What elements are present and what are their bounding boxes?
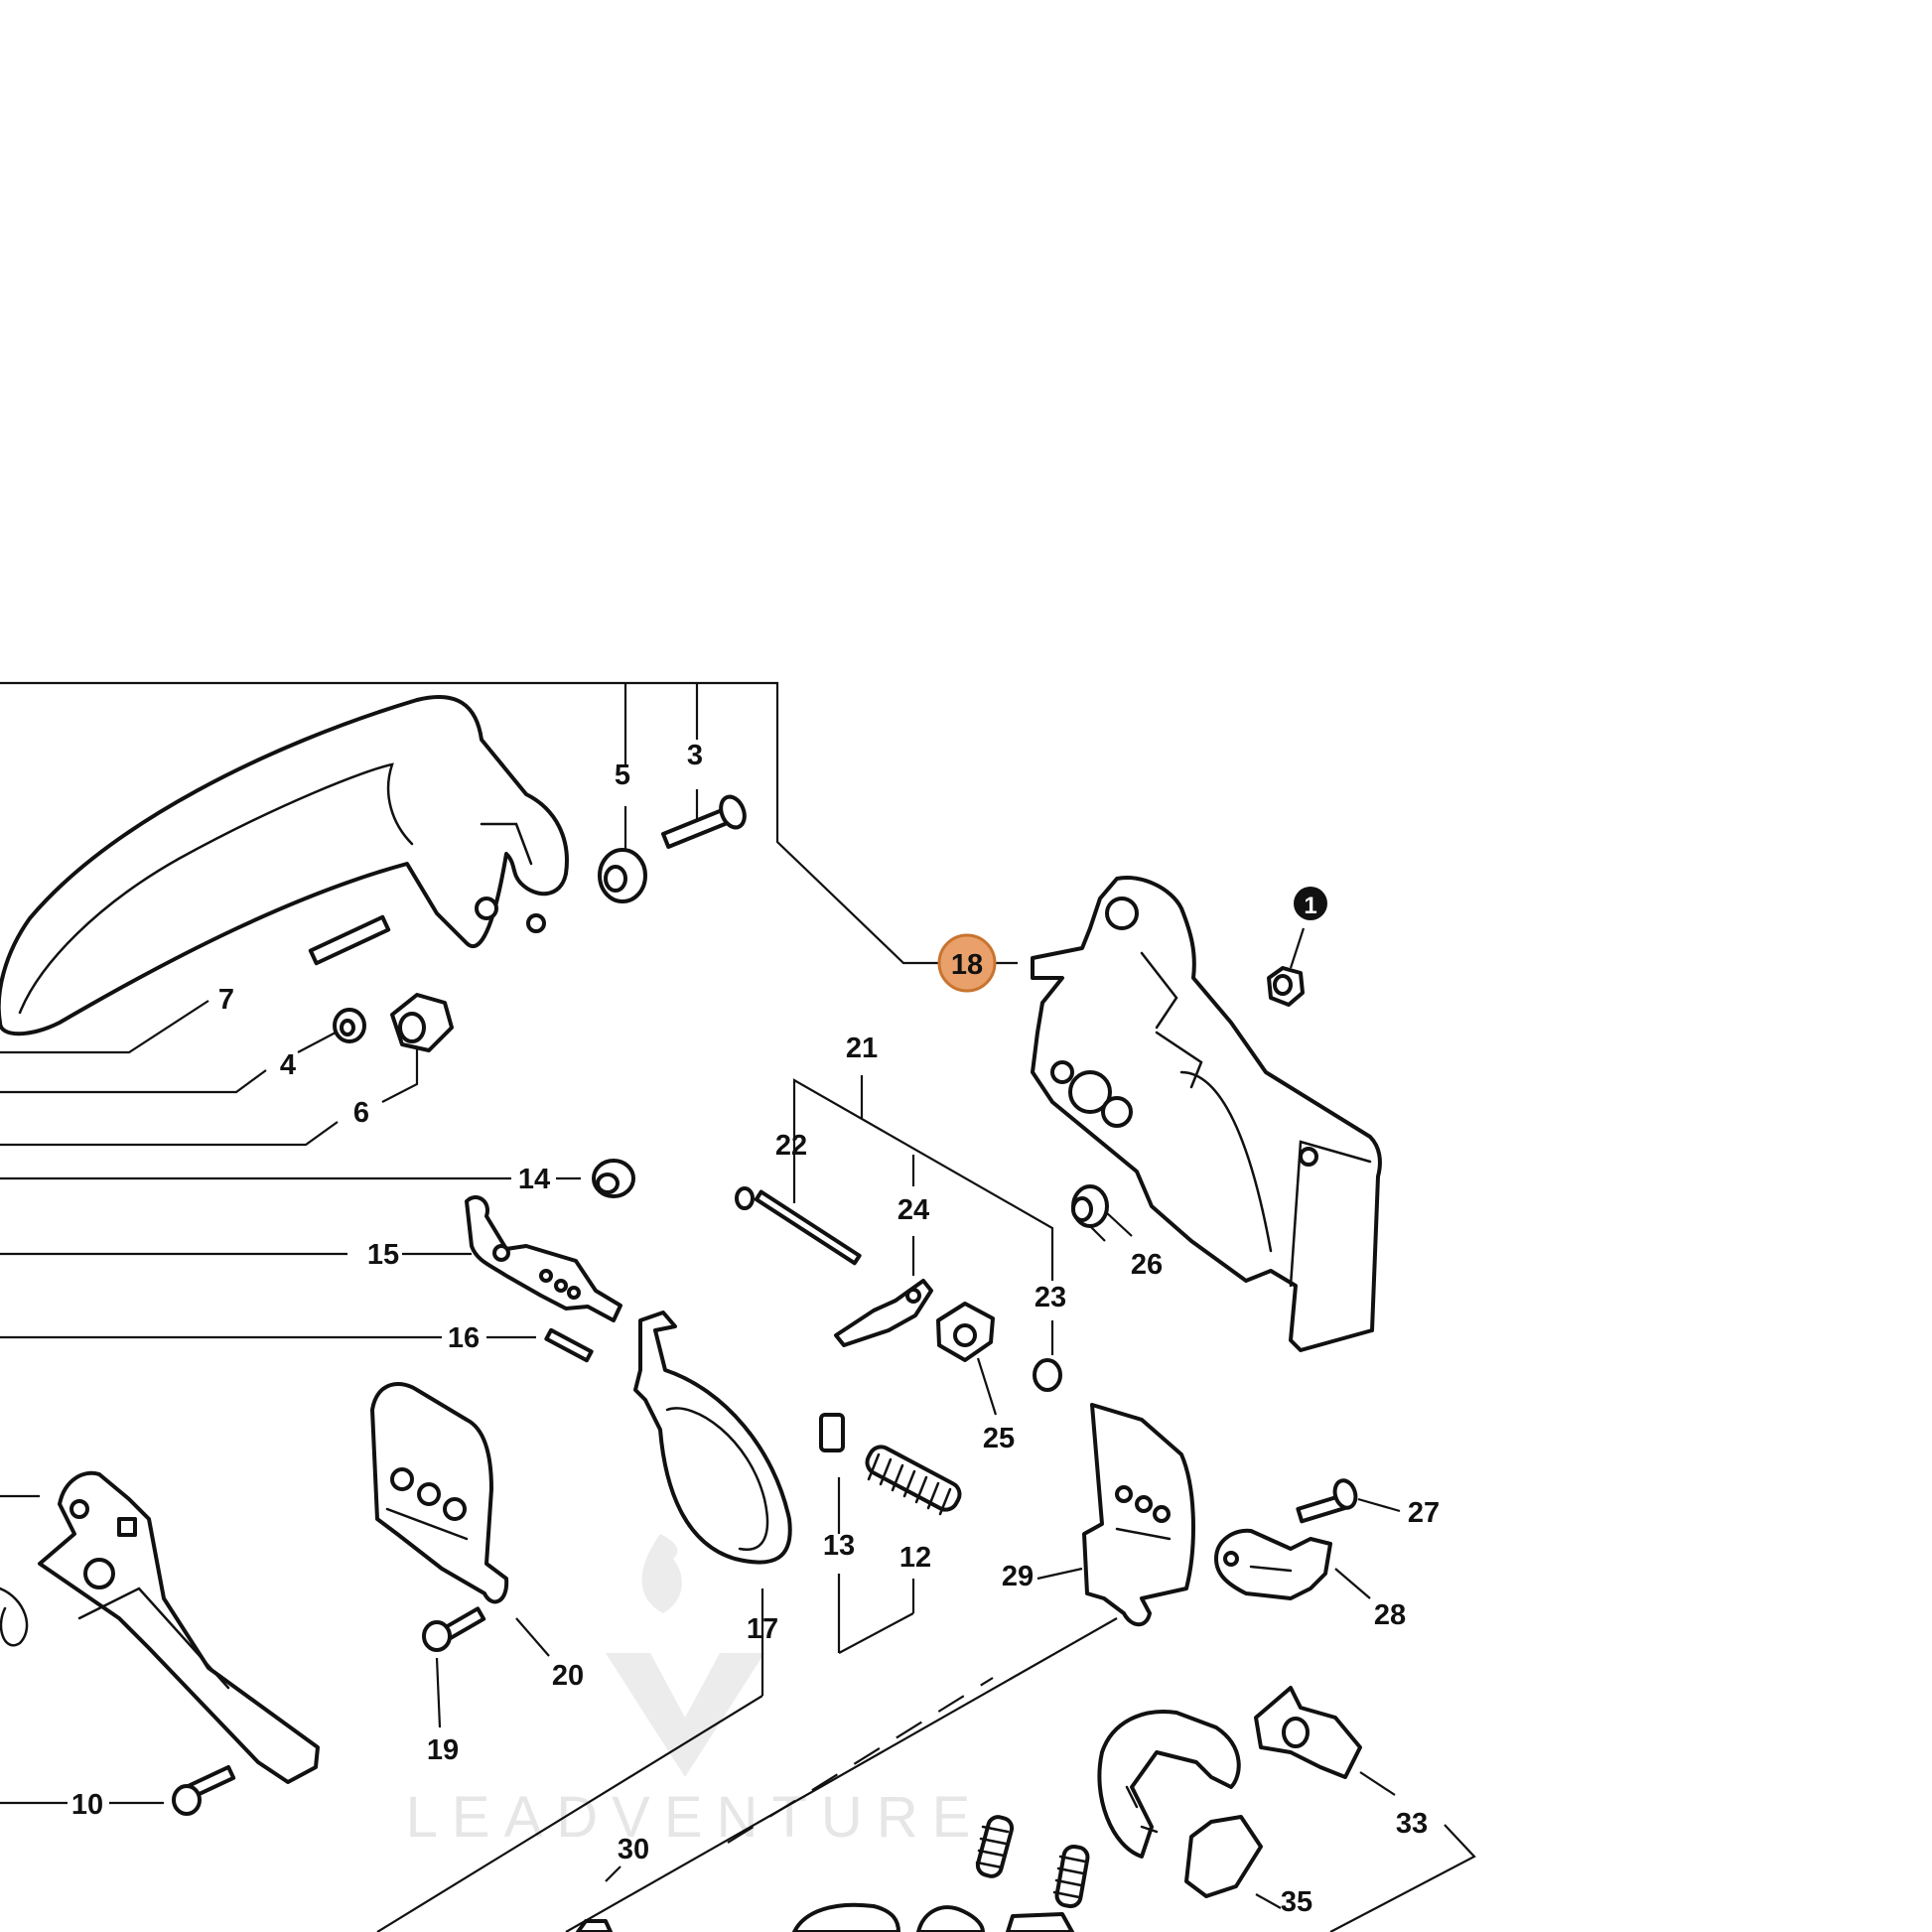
callout-7[interactable]: 7 xyxy=(218,984,234,1016)
callout-12[interactable]: 12 xyxy=(899,1542,931,1574)
callout-30[interactable]: 30 xyxy=(618,1834,649,1865)
washer-part-23 xyxy=(1033,1358,1062,1392)
callout-labels: 5 3 7 4 6 14 15 16 21 22 24 23 26 25 27 … xyxy=(71,740,1440,1918)
callout-18: 18 xyxy=(951,949,983,981)
callout-1: 1 xyxy=(1304,893,1316,919)
lever-part-28 xyxy=(1214,1528,1332,1600)
nut-part-1 xyxy=(1267,966,1305,1007)
watermark-text: LEADVENTURE xyxy=(406,1785,985,1850)
callout-22[interactable]: 22 xyxy=(775,1130,807,1162)
cover-plate-part-29 xyxy=(1082,1403,1195,1627)
washer-bottom-part xyxy=(916,1905,985,1932)
sprocket-cover-part-18 xyxy=(1031,876,1382,1352)
watermark-v-icon xyxy=(606,1653,764,1777)
nut-part-4 xyxy=(333,1008,366,1043)
brake-lever-part-15 xyxy=(465,1195,622,1322)
callout-24[interactable]: 24 xyxy=(897,1194,929,1226)
callout-28[interactable]: 28 xyxy=(1374,1599,1406,1631)
block-part-13 xyxy=(819,1413,845,1452)
sleeve-nut-part-6 xyxy=(390,993,454,1052)
callout-4[interactable]: 4 xyxy=(280,1049,296,1081)
callout-29[interactable]: 29 xyxy=(1002,1561,1034,1592)
screw-part-10 xyxy=(172,1764,236,1816)
bearing-bottom-part xyxy=(576,1919,613,1932)
callout-15[interactable]: 15 xyxy=(367,1239,399,1271)
callout-10[interactable]: 10 xyxy=(71,1789,103,1821)
watermark: LEADVENTURE xyxy=(406,1534,985,1850)
front-handle-part xyxy=(0,694,569,1036)
hub-part-33 xyxy=(1254,1686,1362,1779)
callout-17[interactable]: 17 xyxy=(747,1613,778,1645)
chain-brake-arm-part xyxy=(38,1470,320,1784)
bushing-part-5 xyxy=(598,848,647,903)
callout-5[interactable]: 5 xyxy=(615,759,630,791)
callout-13[interactable]: 13 xyxy=(823,1530,855,1562)
parts xyxy=(0,694,1382,1932)
callout-18-highlight[interactable]: 18 xyxy=(937,933,997,993)
nut-block-part-25 xyxy=(936,1302,995,1362)
leader-lines xyxy=(0,681,1476,1932)
callout-20[interactable]: 20 xyxy=(552,1660,584,1692)
tensioner-part-24 xyxy=(834,1279,933,1347)
screw-part-3 xyxy=(660,794,747,849)
spring-part-12 xyxy=(865,1445,962,1516)
callout-25[interactable]: 25 xyxy=(983,1423,1015,1454)
callout-19[interactable]: 19 xyxy=(427,1734,459,1766)
brake-band-part-17 xyxy=(633,1311,792,1565)
callout-33[interactable]: 33 xyxy=(1396,1808,1428,1840)
callout-26[interactable]: 26 xyxy=(1131,1249,1163,1281)
bushing-part-14 xyxy=(592,1159,635,1198)
clutch-part-35 xyxy=(1097,1710,1263,1898)
callout-35[interactable]: 35 xyxy=(1281,1886,1312,1918)
spring-bottom-part xyxy=(1006,1912,1074,1932)
guide-plate-part-20 xyxy=(370,1382,509,1604)
gear-part-26 xyxy=(1071,1184,1109,1228)
spring-edge-part xyxy=(0,1587,29,1647)
screw-part-27 xyxy=(1296,1478,1358,1524)
callout-6[interactable]: 6 xyxy=(353,1097,369,1129)
clutch-springs-part xyxy=(975,1815,1090,1909)
watermark-flame-icon xyxy=(641,1534,682,1613)
callout-27[interactable]: 27 xyxy=(1408,1497,1440,1529)
callout-16[interactable]: 16 xyxy=(448,1322,480,1354)
callout-1-badge[interactable]: 1 xyxy=(1294,887,1327,920)
callout-21[interactable]: 21 xyxy=(846,1033,878,1064)
drum-part xyxy=(792,1902,900,1932)
callout-3[interactable]: 3 xyxy=(687,740,703,771)
callout-23[interactable]: 23 xyxy=(1035,1282,1066,1313)
callout-14[interactable]: 14 xyxy=(518,1164,550,1195)
bolt-part-22 xyxy=(735,1186,862,1266)
pin-part-16 xyxy=(544,1327,594,1363)
screw-part-19 xyxy=(422,1606,486,1652)
